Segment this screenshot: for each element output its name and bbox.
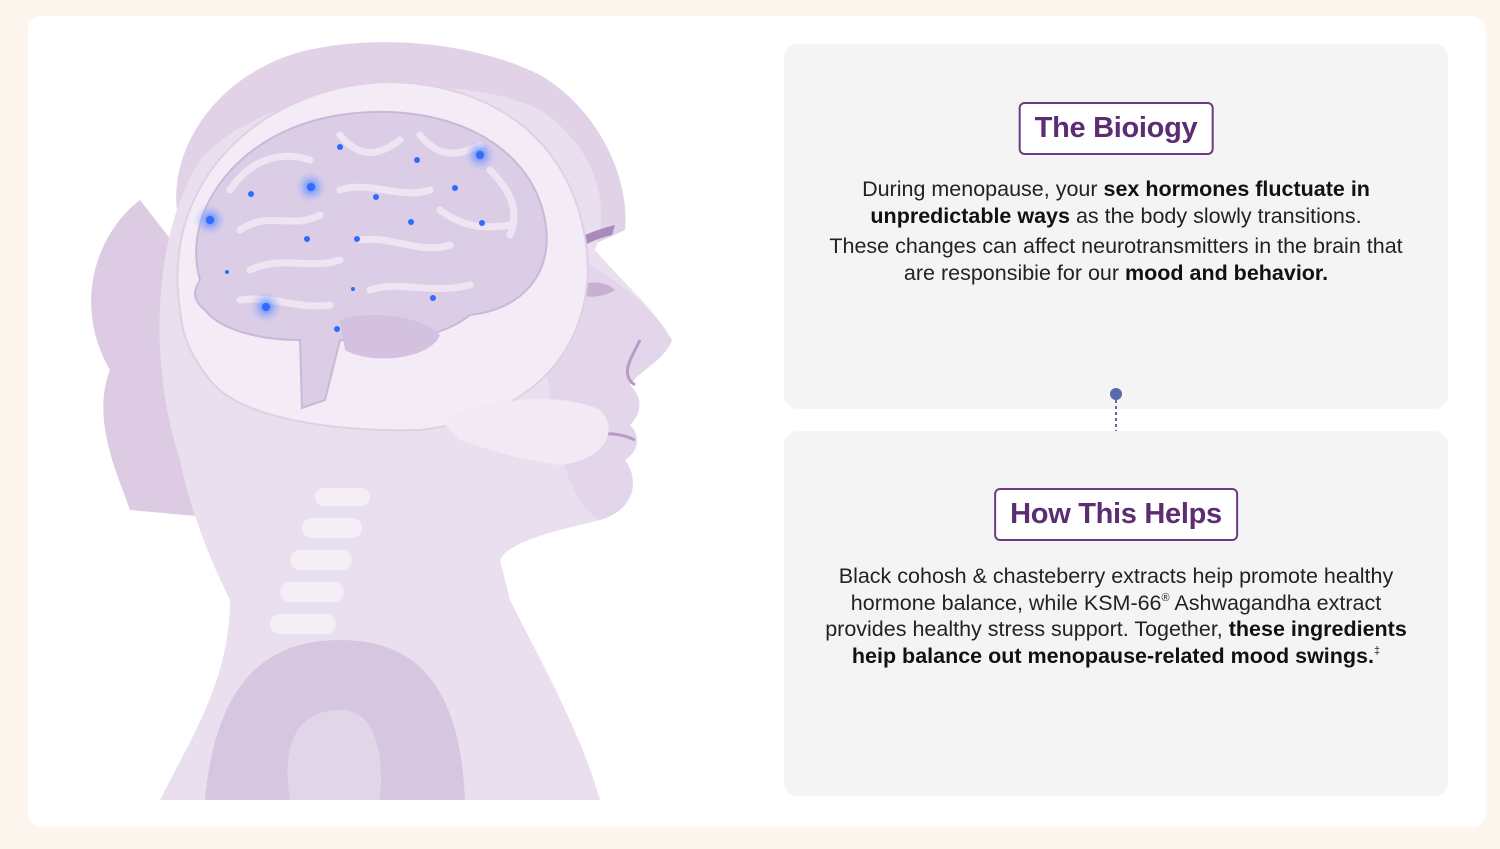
biology-text: During menopause, your sex hormones fluc…: [814, 176, 1418, 291]
helps-paragraph: Black cohosh & chasteberry extracts heip…: [814, 563, 1418, 670]
nose-line: [625, 339, 642, 387]
how-this-helps-heading: How This Helps: [994, 488, 1238, 541]
text-span: Black cohosh & chasteberry extracts heip…: [838, 564, 1394, 615]
registered-mark: ®: [1161, 591, 1170, 604]
woman-head-brain-illustration: [91, 42, 672, 800]
bold-span: mood and behavior.: [1125, 260, 1329, 285]
biology-panel: The Bioiogy During menopause, your sex h…: [784, 44, 1448, 409]
how-this-helps-text: Black cohosh & chasteberry extracts heip…: [814, 563, 1418, 674]
biology-paragraph-2: These changes can affect neurotransmitte…: [814, 233, 1418, 286]
spine: [270, 488, 370, 634]
jaw: [440, 399, 609, 465]
brain-folds: [226, 131, 518, 310]
shoulder-highlight: [287, 710, 381, 800]
text-span: as the body slowly transitions.: [1069, 203, 1362, 228]
bold-span: sex hormones fluctuate in unpredictable …: [870, 177, 1370, 228]
text-span: These changes can affect neurotransmitte…: [829, 234, 1403, 285]
bold-span: these ingredients heip balance out menop…: [851, 617, 1407, 668]
cerebellum: [340, 315, 440, 359]
footnote-mark: ‡: [1373, 644, 1381, 657]
neural-dots: [194, 139, 496, 332]
brain: [194, 110, 548, 410]
biology-heading: The Bioiogy: [1018, 102, 1214, 155]
text-span: Ashwagandha extract provides healthy str…: [825, 590, 1382, 642]
text-span: During menopause, your: [862, 177, 1104, 201]
biology-paragraph-1: During menopause, your sex hormones fluc…: [814, 176, 1418, 229]
how-this-helps-panel: How This Helps Black cohosh & chasteberr…: [784, 431, 1448, 796]
